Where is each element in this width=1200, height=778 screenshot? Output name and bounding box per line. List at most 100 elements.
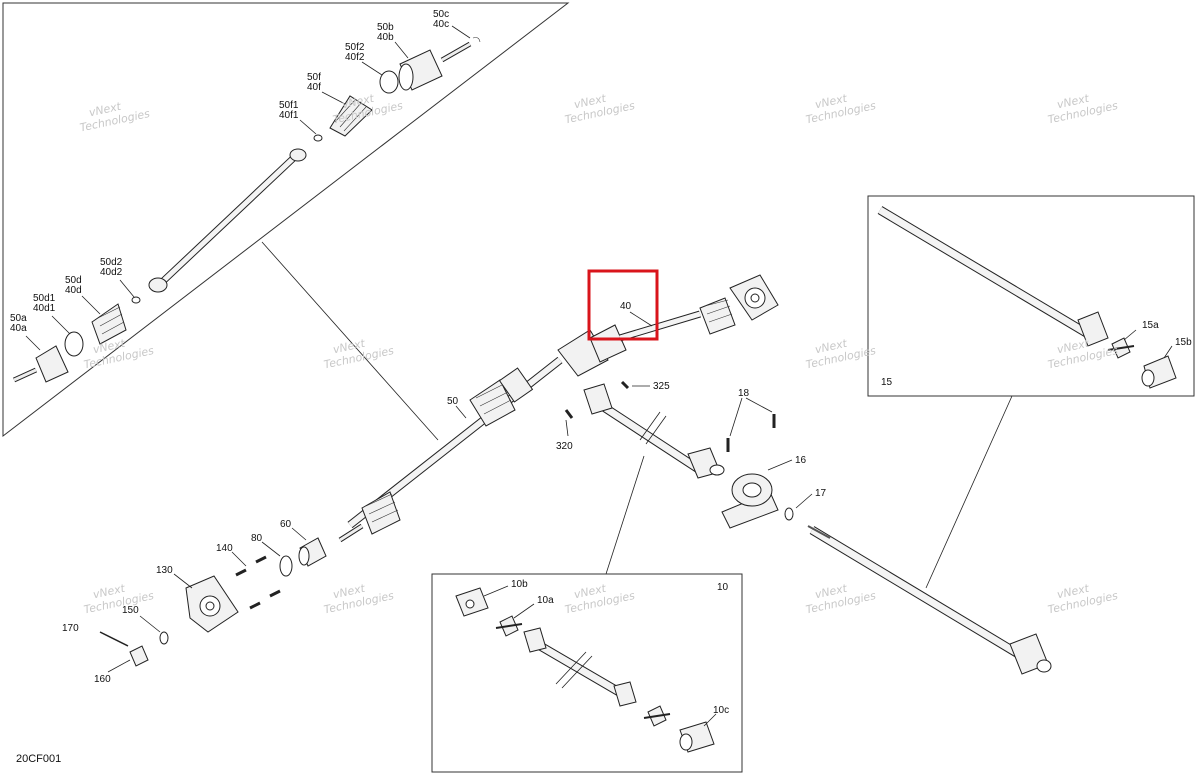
callout-40: 40: [620, 301, 632, 312]
leader-10c: [703, 713, 717, 727]
leader-front-shaft-to-10: [605, 455, 645, 575]
callout-40a: 40a: [10, 323, 27, 334]
part-160-nut: [129, 645, 149, 667]
leader-320: [565, 419, 569, 437]
callout-15b: 15b: [1175, 337, 1192, 348]
leader-18b: [745, 397, 773, 413]
part-130-hub: [185, 575, 239, 633]
leader-15a: [1123, 329, 1137, 341]
leader-18: [729, 397, 743, 437]
inset-panel-exploded-driveshaft: [2, 2, 570, 438]
callout-15a: 15a: [1142, 320, 1159, 331]
watermark: vNext Technologies: [83, 582, 156, 617]
part-320-bolt: [564, 409, 574, 419]
part-50f-boot: [329, 95, 373, 137]
watermark: vNext Technologies: [564, 92, 637, 127]
leader-17: [795, 493, 813, 509]
callout-15: 15: [881, 377, 893, 388]
part-15a-u-joint: [1107, 337, 1135, 359]
part-50-driveshaft: [338, 356, 563, 543]
part-10b-flange-yoke: [455, 587, 489, 617]
leader-10a: [513, 603, 535, 619]
callout-170: 170: [62, 623, 79, 634]
callout-50c: 50c: [433, 9, 449, 20]
callout-325: 325: [653, 381, 670, 392]
part-140-bolts: [235, 555, 281, 610]
part-170-cotter-pin: [99, 631, 129, 647]
leader-rear-shaft-to-15: [925, 395, 1013, 589]
callout-40d2: 40d2: [100, 267, 123, 278]
highlight-box-part-40: [587, 269, 659, 341]
watermark: vNext Technologies: [323, 582, 396, 617]
callout-50f: 50f: [307, 72, 321, 83]
callout-10c: 10c: [713, 705, 729, 716]
callout-40c: 40c: [433, 19, 449, 30]
part-50d2-clamp: [131, 296, 141, 304]
leader-160: [107, 659, 131, 673]
watermark: vNext Technologies: [805, 337, 878, 372]
watermark: vNext Technologies: [79, 100, 152, 135]
inset-leader-lines: [25, 25, 471, 351]
part-18-bolts: [726, 414, 776, 452]
leader-80: [261, 541, 281, 557]
leader-50: [455, 405, 467, 419]
callout-160: 160: [94, 674, 111, 685]
callout-50: 50: [447, 396, 459, 407]
callout-50a: 50a: [10, 313, 27, 324]
watermark: vNext Technologies: [1047, 92, 1120, 127]
callout-10: 10: [717, 582, 729, 593]
part-50d1-clamp: [64, 331, 84, 357]
leader-140: [231, 551, 247, 567]
part-15-shaft: [877, 206, 1109, 347]
part-10-shaft: [523, 627, 637, 707]
callout-10b: 10b: [511, 579, 528, 590]
callout-150: 150: [122, 605, 139, 616]
callout-50b: 50b: [377, 22, 394, 33]
callout-40d: 40d: [65, 285, 82, 296]
diagram-code: 20CF001: [16, 753, 61, 765]
callout-130: 130: [156, 565, 173, 576]
part-60-bearing: [298, 537, 327, 567]
part-50f1-clamp: [313, 134, 323, 142]
watermark: vNext Technologies: [805, 582, 878, 617]
leader-130: [173, 573, 193, 589]
part-propeller-shaft-front: [583, 383, 725, 479]
leader-10b: [483, 585, 509, 597]
part-10a-u-joint-rear: [643, 705, 671, 727]
watermark: vNext Technologies: [83, 337, 156, 372]
part-15b-yoke: [1141, 355, 1177, 389]
leader-40: [629, 311, 653, 327]
part-50c-splined-stub: [440, 37, 481, 63]
part-10a-u-joint: [495, 615, 523, 637]
part-80-circlip: [279, 555, 293, 577]
part-50a-inner-joint: [12, 345, 69, 383]
callout-40f2: 40f2: [345, 52, 365, 63]
part-40-driveshaft: [557, 274, 779, 377]
inset-inner-cup: [148, 148, 307, 293]
callout-140: 140: [216, 543, 233, 554]
callout-40f1: 40f1: [279, 110, 299, 121]
part-propeller-shaft-rear: [807, 525, 1052, 675]
part-325-bolt: [620, 380, 630, 390]
part-50d-boot: [91, 303, 127, 345]
callout-50f1: 50f1: [279, 100, 299, 111]
part-150-washer: [159, 631, 169, 645]
part-16-center-bearing: [721, 473, 779, 529]
inset-axle-shaft: [157, 149, 303, 287]
part-17-ring: [784, 507, 794, 521]
part-10c-yoke: [679, 721, 715, 753]
leader-150: [139, 615, 161, 633]
watermark: vNext Technologies: [323, 337, 396, 372]
part-50f2-clamp: [379, 70, 399, 94]
callout-40f: 40f: [307, 82, 321, 93]
callout-50f2: 50f2: [345, 42, 365, 53]
callout-50d1: 50d1: [33, 293, 56, 304]
callout-320: 320: [556, 441, 573, 452]
callout-50d: 50d: [65, 275, 82, 286]
callout-60: 60: [280, 519, 292, 530]
callout-17: 17: [815, 488, 827, 499]
part-50b-outer-joint: [398, 49, 443, 91]
watermark: vNext Technologies: [805, 92, 878, 127]
watermark: vNext Technologies: [1047, 582, 1120, 617]
